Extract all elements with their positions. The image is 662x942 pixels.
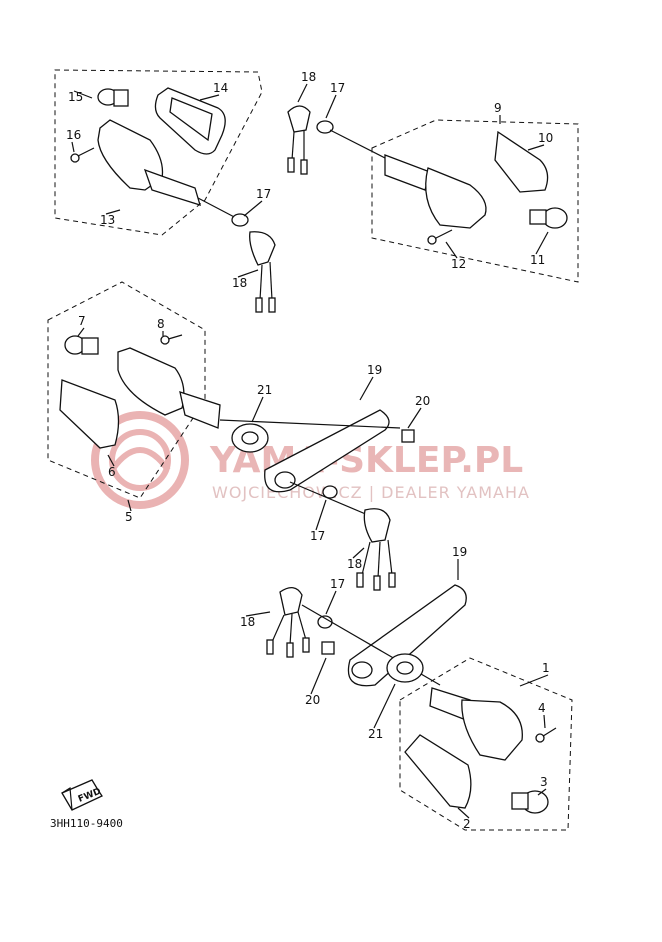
lens-10-icon <box>494 130 549 193</box>
leader-line-18 <box>237 269 259 278</box>
callout-16: 16 <box>66 128 81 142</box>
callout-21: 21 <box>257 383 272 397</box>
callout-17: 17 <box>330 577 345 591</box>
callout-17: 17 <box>310 529 325 543</box>
group-13-boundary <box>54 69 263 236</box>
watermark-subtitle: WOJCIECHOWICZ | DEALER YAMAHA <box>212 483 530 502</box>
group-1-boundary <box>399 657 573 831</box>
turn-signal-housing-9-icon <box>384 154 487 229</box>
socket-18-lower-icon <box>266 587 310 658</box>
callout-13: 13 <box>100 213 115 227</box>
bracket-stay-19-upper-icon <box>264 409 390 493</box>
nut-clip-20-upper-icon <box>401 429 415 443</box>
callout-12: 12 <box>451 257 466 271</box>
group-9-boundary <box>371 119 579 283</box>
leader-line-2 <box>457 807 470 819</box>
callout-18: 18 <box>232 276 247 290</box>
leader-line-20 <box>310 657 327 695</box>
callout-5: 5 <box>125 510 133 524</box>
leader-line-13 <box>105 209 121 215</box>
bulb-11-icon <box>529 207 568 229</box>
leader-line-17 <box>325 590 337 615</box>
callout-18: 18 <box>240 615 255 629</box>
group-5-boundary <box>47 281 206 499</box>
leader-line-1 <box>519 674 549 687</box>
socket-18-top-icon <box>287 105 311 175</box>
callout-19: 19 <box>367 363 382 377</box>
leader-line-11 <box>535 231 549 255</box>
turn-signal-housing-5-icon <box>117 347 221 429</box>
leader-line-20 <box>407 407 422 429</box>
callout-20: 20 <box>305 693 320 707</box>
socket-18-mid-icon <box>356 508 396 591</box>
callout-17: 17 <box>330 81 345 95</box>
leader-line-17 <box>243 200 263 217</box>
callout-4: 4 <box>538 701 546 715</box>
callout-11: 11 <box>530 253 545 267</box>
callout-3: 3 <box>540 775 548 789</box>
bulb-15-icon <box>97 88 129 107</box>
callout-21: 21 <box>368 727 383 741</box>
leader-line-5 <box>127 499 132 512</box>
grommet-17-mid-icon <box>322 485 338 499</box>
callout-17: 17 <box>256 187 271 201</box>
leader-line-19 <box>359 376 374 401</box>
lens-6-icon <box>59 379 120 449</box>
socket-18-icon <box>249 231 276 313</box>
fwd-arrow-icon: FWD <box>61 779 103 811</box>
callout-6: 6 <box>108 465 116 479</box>
leader-line-16 <box>71 141 75 153</box>
leader-line-10 <box>527 144 545 151</box>
callout-9: 9 <box>494 101 502 115</box>
callout-1: 1 <box>542 661 550 675</box>
grommet-17-top-icon <box>316 120 334 134</box>
callout-18: 18 <box>301 70 316 84</box>
leader-line-21 <box>373 683 396 729</box>
callout-7: 7 <box>78 314 86 328</box>
lens-14-icon <box>154 87 226 155</box>
diagram-code: 3HH110-9400 <box>50 817 123 830</box>
leader-line-17 <box>315 499 327 531</box>
leader-line-14 <box>199 94 220 101</box>
callout-18: 18 <box>347 557 362 571</box>
leader-line-7 <box>77 327 85 337</box>
leader-line-4 <box>543 714 546 729</box>
grommet-17-icon <box>231 213 249 227</box>
screw-8-icon <box>160 334 183 345</box>
callout-10: 10 <box>538 131 553 145</box>
bulb-3-icon <box>511 790 549 814</box>
leader-line-6 <box>107 454 115 467</box>
screw-12-icon <box>427 229 453 245</box>
leader-line-15 <box>73 90 93 99</box>
bracket-stay-19-lower-icon <box>347 584 467 687</box>
leader-line-17 <box>325 94 337 119</box>
leader-line-12 <box>445 241 458 259</box>
callout-2: 2 <box>463 817 471 831</box>
callout-14: 14 <box>213 81 228 95</box>
callout-8: 8 <box>157 317 165 331</box>
callout-20: 20 <box>415 394 430 408</box>
bulb-7-icon <box>64 335 99 355</box>
callout-19: 19 <box>452 545 467 559</box>
leader-line-21 <box>251 396 264 423</box>
leader-line-18 <box>245 611 271 617</box>
screw-4-icon <box>535 727 557 743</box>
lens-2-icon <box>404 734 472 809</box>
screw-16-icon <box>70 147 95 163</box>
leader-line-18 <box>297 83 308 103</box>
turn-signal-housing-1-icon <box>429 687 523 761</box>
nut-clip-20-lower-icon <box>321 641 335 655</box>
leader-line-3 <box>537 788 547 796</box>
watermark-logo-icon <box>91 411 189 509</box>
leader-line-18 <box>352 547 365 559</box>
